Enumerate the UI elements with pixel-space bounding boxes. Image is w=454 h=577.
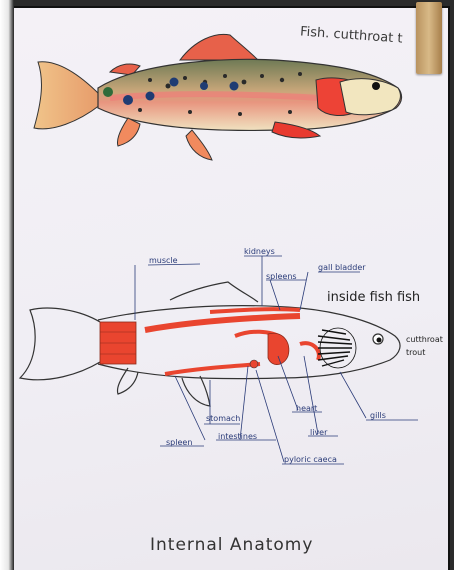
gills-drawing: [318, 328, 356, 368]
kidney-band: [145, 316, 300, 330]
intestine-band: [165, 364, 260, 374]
trout-illustration: [34, 34, 402, 160]
label-spleens: spleens: [266, 272, 297, 281]
label-liver: liver: [310, 428, 327, 437]
label-stomach: stomach: [206, 414, 240, 423]
heart-organ: [268, 333, 289, 364]
clothespin: [416, 2, 442, 74]
label-spleen: spleen: [166, 438, 192, 447]
label-gall-bladder: gall bladder: [318, 263, 366, 272]
label-intestines: intestines: [218, 432, 257, 441]
label-pyloric-caeca: pyloric caeca: [284, 455, 337, 464]
label-heart: heart: [296, 404, 317, 413]
side-note: cutthroat trout: [406, 333, 450, 359]
inside-title: inside fish fish: [327, 290, 420, 305]
label-gills: gills: [370, 411, 386, 420]
footer-title: Internal Anatomy: [150, 535, 313, 555]
label-kidneys: kidneys: [244, 247, 275, 256]
label-muscle: muscle: [149, 256, 178, 265]
